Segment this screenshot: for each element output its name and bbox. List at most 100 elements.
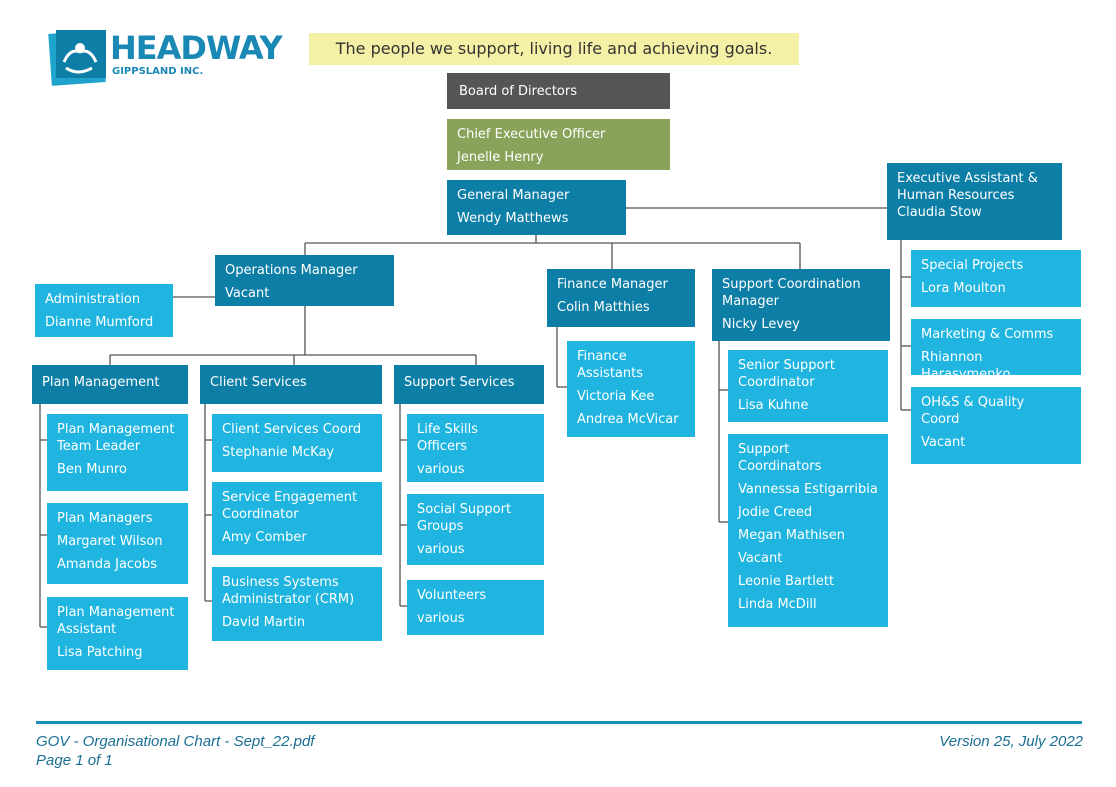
- box-title: OH&S & Quality: [921, 395, 1025, 410]
- box-title: Plan Management: [57, 422, 175, 437]
- box-name: Stephanie McKay: [222, 445, 335, 460]
- box-title: Social Support: [417, 502, 512, 517]
- logo-brand: HEADWAY: [110, 29, 283, 67]
- box-name: various: [417, 611, 465, 626]
- box-name: Megan Mathisen: [738, 528, 845, 543]
- box-title: Life Skills: [417, 422, 478, 437]
- life-skills-officers-box: Life Skills Officers various: [407, 414, 544, 482]
- box-name: Ben Munro: [57, 462, 127, 477]
- box-name: Wendy Matthews: [457, 211, 569, 226]
- finance-assistants-box: Finance Assistants Victoria Kee Andrea M…: [567, 341, 695, 437]
- service-engagement-coordinator-box: Service Engagement Coordinator Amy Combe…: [212, 482, 382, 555]
- box-name: Jenelle Henry: [457, 150, 544, 165]
- executive-assistant-box: Executive Assistant & Human Resources Cl…: [887, 163, 1062, 240]
- box-title: Officers: [417, 439, 468, 454]
- box-title: Support Services: [404, 375, 515, 390]
- box-name: Vacant: [738, 551, 783, 566]
- plan-management-header: Plan Management: [32, 365, 188, 404]
- box-name: Dianne Mumford: [45, 315, 154, 330]
- box-title: Groups: [417, 519, 464, 534]
- box-name: Rhiannon Harasymenko: [921, 350, 1011, 382]
- box-name: Vacant: [921, 435, 966, 450]
- client-services-header: Client Services: [200, 365, 382, 404]
- footer-page-number: Page 1 of 1: [36, 752, 113, 769]
- box-title: Human Resources: [897, 188, 1015, 203]
- box-title: Coordinator: [222, 507, 299, 522]
- box-title: Plan Management: [42, 375, 160, 390]
- box-title: Service Engagement: [222, 490, 358, 505]
- box-title: Marketing & Comms: [921, 327, 1054, 342]
- box-name: Leonie Bartlett: [738, 574, 835, 589]
- box-title: Finance: [577, 349, 627, 364]
- box-name: Lisa Patching: [57, 645, 143, 660]
- box-name: Andrea McVicar: [577, 412, 679, 427]
- box-name: Margaret Wilson: [57, 534, 163, 549]
- box-title: Team Leader: [57, 439, 141, 454]
- box-title: Coord: [921, 412, 960, 427]
- box-title: General Manager: [457, 188, 570, 203]
- box-name: Victoria Kee: [577, 389, 655, 404]
- finance-manager-box: Finance Manager Colin Matthies: [547, 269, 695, 327]
- box-name: Linda McDill: [738, 597, 817, 612]
- footer-divider: [36, 721, 1082, 724]
- support-services-header: Support Services: [394, 365, 544, 404]
- box-name: Jodie Creed: [738, 505, 813, 520]
- box-title: Plan Managers: [57, 511, 153, 526]
- box-title: Board of Directors: [459, 84, 577, 99]
- box-title: Manager: [722, 294, 779, 309]
- box-title: Coordinators: [738, 459, 822, 474]
- business-systems-administrator-box: Business Systems Administrator (CRM) Dav…: [212, 567, 382, 641]
- tagline-banner: The people we support, living life and a…: [309, 33, 799, 65]
- box-title: Finance Manager: [557, 277, 668, 292]
- box-title: Client Services: [210, 375, 307, 390]
- ohs-quality-box: OH&S & Quality Coord Vacant: [911, 387, 1081, 464]
- box-title: Coordinator: [738, 375, 815, 390]
- box-title: Special Projects: [921, 258, 1024, 273]
- box-name: Lora Moulton: [921, 281, 1006, 296]
- box-title: Business Systems: [222, 575, 339, 590]
- box-title: Executive Assistant &: [897, 171, 1038, 186]
- box-title: Senior Support: [738, 358, 835, 373]
- social-support-groups-box: Social Support Groups various: [407, 494, 544, 565]
- client-services-coord-box: Client Services Coord Stephanie McKay: [212, 414, 382, 472]
- administration-box: Administration Dianne Mumford: [35, 284, 173, 337]
- plan-management-assistant-box: Plan Management Assistant Lisa Patching: [47, 597, 188, 670]
- box-name: Vannessa Estigarribia: [738, 482, 878, 497]
- senior-support-coordinator-box: Senior Support Coordinator Lisa Kuhne: [728, 350, 888, 422]
- box-title: Volunteers: [417, 588, 487, 603]
- box-title: Chief Executive Officer: [457, 127, 606, 142]
- footer-version: Version 25, July 2022: [939, 733, 1083, 750]
- marketing-comms-box: Marketing & Comms Rhiannon Harasymenko: [911, 319, 1081, 382]
- special-projects-box: Special Projects Lora Moulton: [911, 250, 1081, 307]
- box-name: various: [417, 542, 465, 557]
- box-title: Support: [738, 442, 790, 457]
- box-name: Amanda Jacobs: [57, 557, 158, 572]
- plan-management-team-leader-box: Plan Management Team Leader Ben Munro: [47, 414, 188, 491]
- logo-subtitle: GIPPSLAND INC.: [112, 66, 204, 77]
- headway-logo: HEADWAY GIPPSLAND INC.: [48, 26, 283, 90]
- volunteers-box: Volunteers various: [407, 580, 544, 635]
- footer-filename: GOV - Organisational Chart - Sept_22.pdf: [36, 733, 315, 750]
- support-coordinators-box: Support Coordinators Vannessa Estigarrib…: [728, 434, 888, 627]
- operations-manager-box: Operations Manager Vacant: [215, 255, 394, 306]
- box-title: Client Services Coord: [222, 422, 362, 437]
- box-name: Amy Comber: [222, 530, 307, 545]
- box-title: Assistants: [577, 366, 643, 381]
- box-title: Administration: [45, 292, 141, 307]
- box-name: Nicky Levey: [722, 317, 800, 332]
- box-title: Plan Management: [57, 605, 175, 620]
- ceo-box: Chief Executive Officer Jenelle Henry: [447, 119, 670, 170]
- box-name: Claudia Stow: [897, 205, 982, 220]
- box-title: Administrator (CRM): [222, 592, 355, 607]
- board-of-directors-box: Board of Directors: [447, 73, 670, 109]
- headway-hands-logo-icon: [48, 30, 106, 86]
- support-coordination-manager-box: Support Coordination Manager Nicky Levey: [712, 269, 890, 341]
- plan-managers-box: Plan Managers Margaret Wilson Amanda Jac…: [47, 503, 188, 584]
- general-manager-box: General Manager Wendy Matthews: [447, 180, 626, 235]
- box-name: Lisa Kuhne: [738, 398, 809, 413]
- box-name: David Martin: [222, 615, 306, 630]
- box-title: Assistant: [57, 622, 117, 637]
- box-name: Vacant: [225, 286, 270, 301]
- box-title: Support Coordination: [722, 277, 861, 292]
- box-name: various: [417, 462, 465, 477]
